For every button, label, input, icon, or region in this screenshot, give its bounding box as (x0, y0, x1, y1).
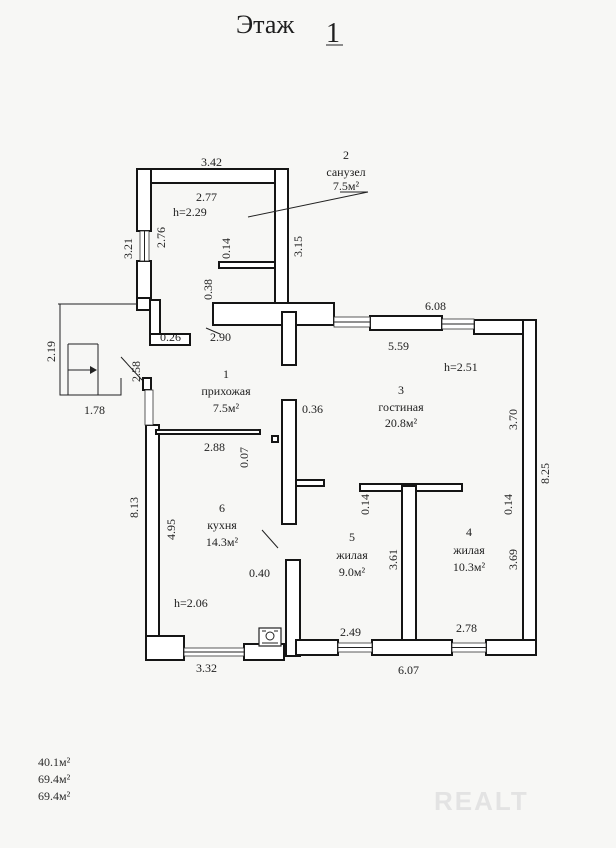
room-labels: 2 санузел 7.5м² h=2.29 1 прихожая 7.5м² … (173, 148, 485, 610)
floor-label: Этаж (236, 10, 295, 39)
room-5-area: 9.0м² (339, 565, 366, 579)
dim-label: 3.70 (506, 409, 520, 430)
room-2-height: h=2.29 (173, 205, 207, 219)
room-3-number: 3 (398, 383, 404, 397)
room-2-number: 2 (343, 148, 349, 162)
room-6-number: 6 (219, 501, 225, 515)
total-area-line: 40.1м² (38, 755, 71, 769)
dim-label: 2.90 (210, 330, 231, 344)
wall-kitchen-top-nib (271, 435, 279, 443)
dim-label: 0.14 (219, 238, 233, 259)
room-4-name: жилая (452, 543, 485, 557)
wall-south-2 (371, 639, 453, 656)
wall-kitchen-bottom-left (145, 635, 185, 661)
dim-label: 3.61 (386, 549, 400, 570)
dim-label: 0.40 (249, 566, 270, 580)
wall-bath-top (136, 168, 286, 184)
wall-middle-top (212, 302, 335, 326)
wall-east (522, 319, 537, 655)
dim-label: 2.77 (196, 190, 217, 204)
dimension-lines (160, 191, 369, 549)
entrance-arrow-icon (90, 366, 97, 374)
window-hall (144, 389, 154, 426)
dim-label: 3.32 (196, 661, 217, 675)
wall-hall-right-upper (281, 311, 297, 366)
room-6-name: кухня (207, 518, 237, 532)
total-area-line: 69.4м² (38, 789, 71, 803)
room-5-number: 5 (349, 530, 355, 544)
dim-label: 2.58 (129, 361, 143, 382)
wall-bath-left-foot (136, 297, 152, 311)
wall-kitchen-top (155, 429, 261, 435)
dim-label: 2.49 (340, 625, 361, 639)
floor-number: 1 (326, 18, 340, 49)
dim-label: 8.25 (538, 463, 552, 484)
dim-label: 2.76 (154, 227, 168, 248)
wall-kitchen-right (285, 559, 301, 657)
wall-west-upper-stub (142, 377, 152, 391)
dim-label: 2.19 (44, 341, 58, 362)
dim-label: 0.14 (358, 494, 372, 515)
dim-label: 2.88 (204, 440, 225, 454)
dimension-labels: 3.42 2.77 6.08 5.59 0.26 2.90 1.78 0.36 … (44, 155, 552, 677)
dim-label: 0.26 (160, 330, 181, 344)
room-4-area: 10.3м² (453, 560, 486, 574)
room-4-number: 4 (466, 525, 472, 539)
dim-label: 6.08 (425, 299, 446, 313)
dim-label: 3.15 (291, 236, 305, 257)
entrance-door-leaf (120, 356, 143, 381)
dim-label: 5.59 (388, 339, 409, 353)
wall-hall-stub (149, 333, 191, 346)
walls (136, 168, 537, 661)
dim-label: 3.42 (201, 155, 222, 169)
dim-label: 0.07 (237, 447, 251, 468)
area-totals: 40.1м² 69.4м² 69.4м² (38, 754, 70, 805)
dim-label: 0.14 (501, 494, 515, 515)
wall-bedrooms-divider (401, 485, 417, 643)
wall-central (281, 399, 297, 525)
room-2-name: санузел (326, 165, 365, 179)
dim-label: 6.07 (398, 663, 419, 677)
room-2-area: 7.5м² (333, 179, 360, 193)
dim-label: 8.13 (127, 497, 141, 518)
room-1-area: 7.5м² (213, 401, 240, 415)
watermark-logo: REALT (434, 786, 529, 816)
wall-central-nib (295, 479, 325, 487)
room-3-name: гостиная (378, 400, 424, 414)
dim-label: 3.69 (506, 549, 520, 570)
dim-label: 3.21 (121, 238, 135, 259)
wall-south-1 (295, 639, 339, 656)
dim-label: 1.78 (84, 403, 105, 417)
dim-label: 2.78 (456, 621, 477, 635)
total-area-line: 69.4м² (38, 772, 71, 786)
dim-label: 4.95 (164, 519, 178, 540)
wall-south-3 (485, 639, 537, 656)
wall-living-top (369, 315, 443, 331)
stove-icon (258, 627, 282, 647)
wall-bath-partition (218, 261, 276, 269)
wall-west (145, 424, 160, 638)
room-5-name: жилая (335, 548, 368, 562)
dim-label: 0.38 (201, 279, 215, 300)
porch (58, 303, 143, 396)
wall-bath-left-upper (136, 168, 152, 232)
room-6-area: 14.3м² (206, 535, 239, 549)
room-6-height: h=2.06 (174, 596, 208, 610)
room-3-height: h=2.51 (444, 360, 478, 374)
room-1-name: прихожая (201, 384, 251, 398)
wall-bath-right (274, 168, 289, 306)
room-1-number: 1 (223, 367, 229, 381)
dim-label: 0.36 (302, 402, 323, 416)
windows (139, 230, 487, 657)
room-3-area: 20.8м² (385, 416, 418, 430)
